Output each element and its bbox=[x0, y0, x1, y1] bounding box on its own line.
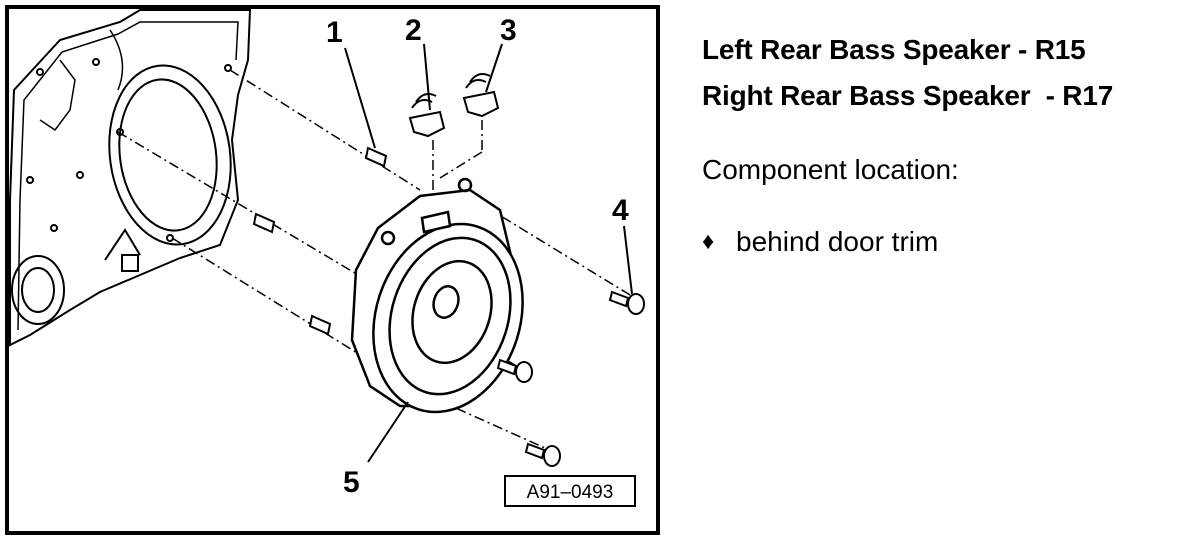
title-left-speaker: Left Rear Bass Speaker - R15 bbox=[702, 34, 1086, 65]
figure-reference-box bbox=[504, 475, 636, 507]
callout-1: 1 bbox=[326, 16, 343, 49]
screws bbox=[496, 290, 645, 467]
callout-3: 3 bbox=[500, 14, 517, 47]
component-location-label: Component location: bbox=[702, 154, 959, 185]
title-right-speaker: Right Rear Bass Speaker - R17 bbox=[702, 80, 1114, 111]
location-list-item: ♦ behind door trim bbox=[702, 224, 1172, 260]
callout-5: 5 bbox=[343, 466, 360, 499]
speaker bbox=[350, 177, 524, 414]
speaker-clips bbox=[252, 146, 388, 336]
location-item-text: behind door trim bbox=[736, 226, 939, 257]
diamond-bullet-icon: ♦ bbox=[702, 228, 715, 255]
door-panel bbox=[9, 9, 252, 347]
figure-reference: A91–0493 bbox=[527, 482, 614, 503]
callout-leaders bbox=[344, 43, 633, 463]
callout-4: 4 bbox=[612, 194, 629, 227]
diagram-frame bbox=[5, 5, 660, 535]
callout-2: 2 bbox=[405, 14, 422, 47]
speaker-installation-diagram: 1 2 3 4 5 A91–0493 bbox=[5, 5, 660, 535]
wiring-connectors bbox=[408, 73, 500, 138]
description-panel: Left Rear Bass Speaker - R15 Right Rear … bbox=[702, 30, 1172, 260]
